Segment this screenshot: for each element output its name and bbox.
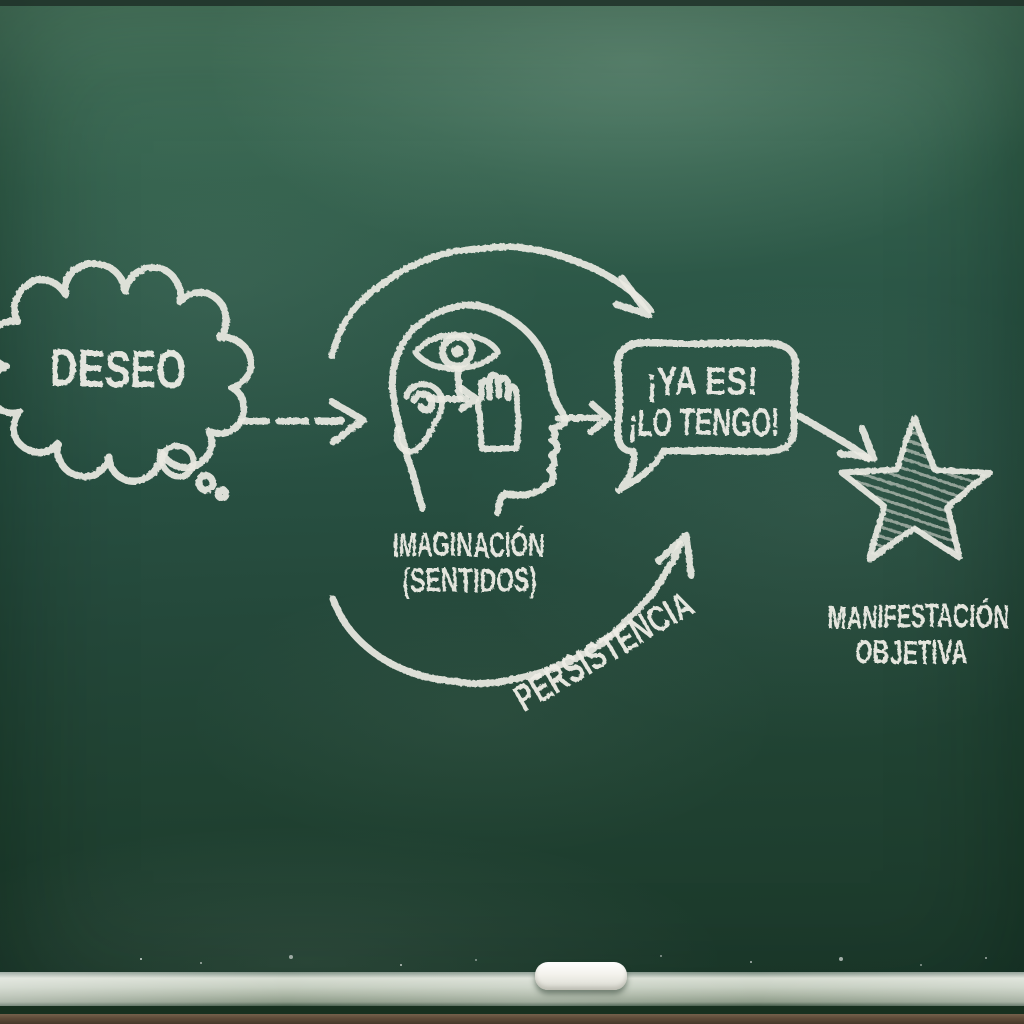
tray-shadow <box>0 1006 1024 1014</box>
persistence-label: PERSISTENCIA <box>507 583 701 719</box>
chalk-tray <box>0 972 1024 1006</box>
persistence-arc-arrow <box>328 531 695 687</box>
thought-bubble-dot-medium <box>194 471 216 493</box>
thought-bubble-dot-small <box>213 485 229 501</box>
hand-icon <box>474 373 522 451</box>
head-caption-line1: IMAGINACIÓN <box>393 527 545 565</box>
bubble-text-line2: ¡LO TENGO! <box>628 401 780 445</box>
cloud-label: DESEO <box>51 339 185 399</box>
speech-bubble-icon <box>614 339 799 495</box>
arrow-head-to-bubble <box>554 400 612 437</box>
third-eye-icon <box>413 332 502 373</box>
top-arc-arrow <box>328 243 656 360</box>
head-caption-line2: (SENTIDOS) <box>402 562 538 600</box>
thought-bubble-dot-large <box>160 443 196 479</box>
head-profile-icon <box>390 302 569 517</box>
sense-arrows <box>426 366 480 413</box>
bubble-text-line1: ¡YA ES! <box>645 359 757 403</box>
wood-frame <box>0 1014 1024 1024</box>
chalk-dust-specks <box>140 958 142 960</box>
chalk-stick <box>535 962 627 990</box>
arrow-bubble-to-star <box>796 413 877 462</box>
dashed-arrow <box>236 398 368 445</box>
star-icon <box>838 415 992 562</box>
thought-cloud-icon <box>0 259 253 501</box>
star-caption-line1: MANIFESTACIÓN <box>827 598 1009 635</box>
star-caption-line2: OBJETIVA <box>856 634 968 671</box>
